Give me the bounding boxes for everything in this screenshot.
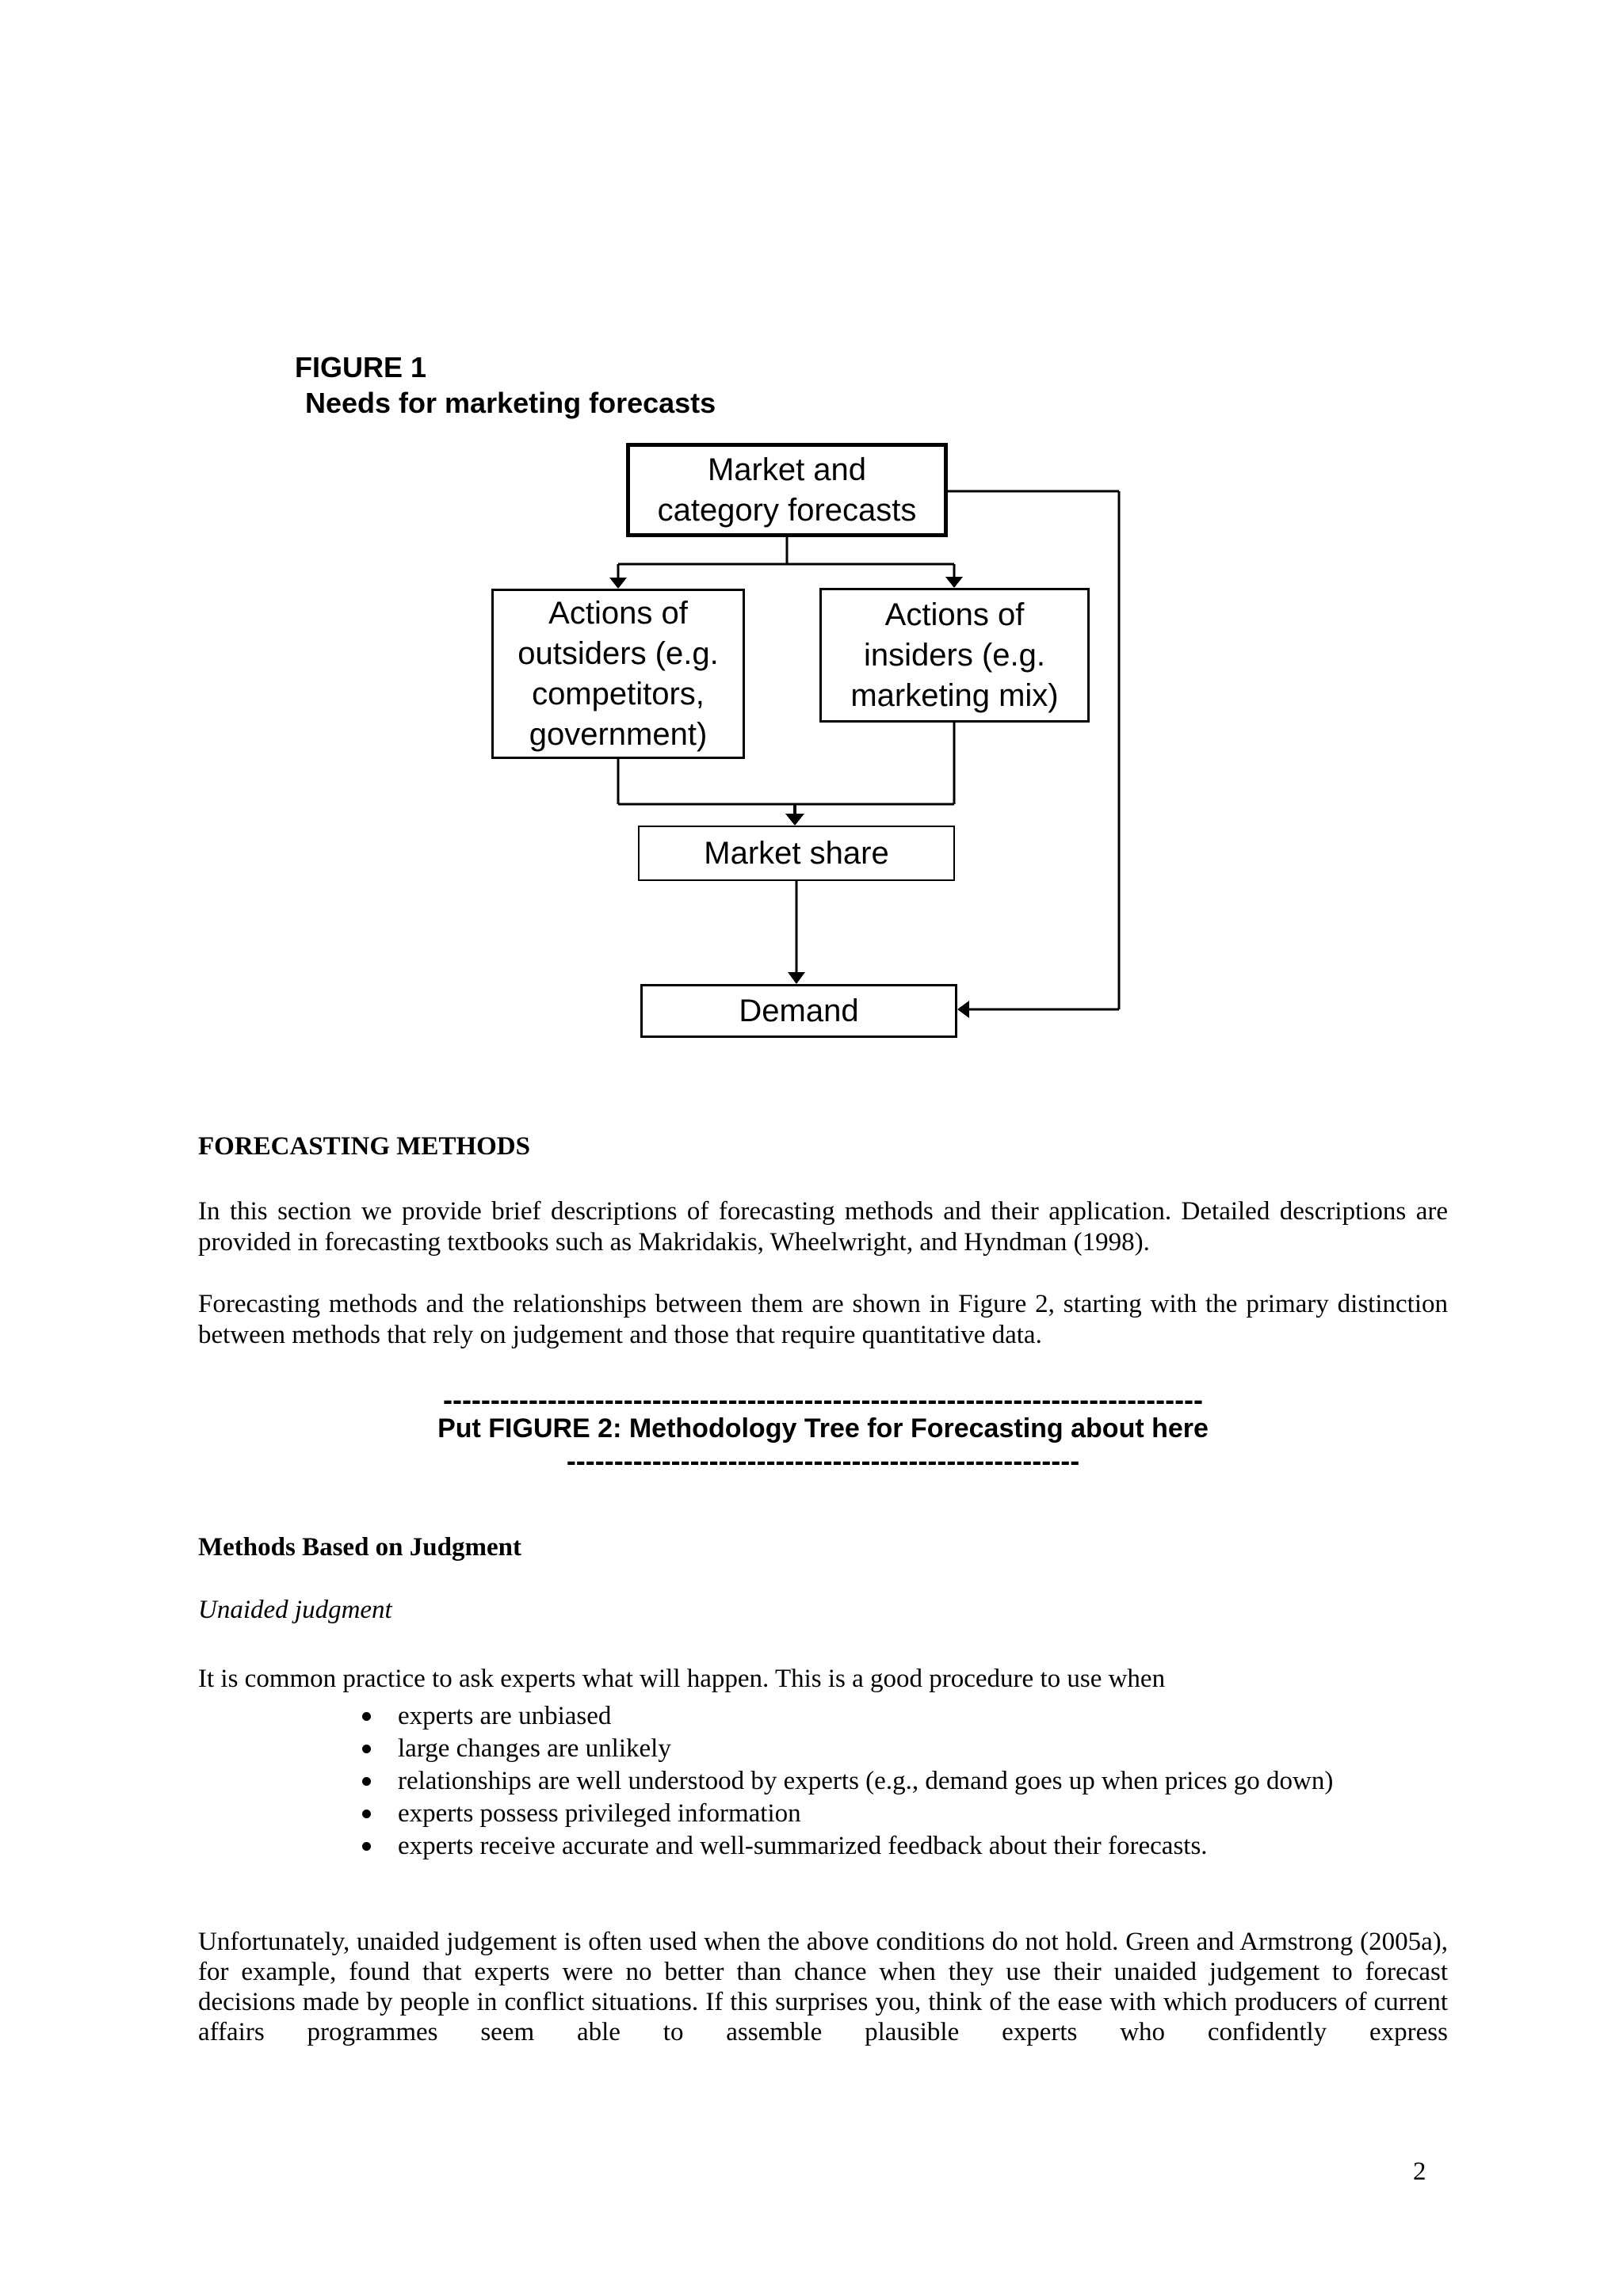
box-market-category-forecasts: Market and category forecasts [626,443,948,537]
arrowhead-down-icon [785,814,804,826]
list-item: experts receive accurate and well-summar… [198,1830,1448,1863]
bullet-list: experts are unbiased large changes are u… [198,1700,1448,1863]
box-text-line: Market and [707,452,867,487]
box-market-share: Market share [638,826,955,881]
list-item-text: experts are unbiased [398,1702,612,1730]
box-text-line: Actions of [548,595,688,631]
bullet-icon [362,1841,371,1851]
list-item-text: experts possess privileged information [398,1799,801,1828]
paragraph: It is common practice to ask experts wha… [198,1665,1166,1693]
box-actions-of-insiders: Actions of insiders (e.g. marketing mix) [819,588,1090,723]
figure-2-note-text: Put FIGURE 2: Methodology Tree for Forec… [437,1413,1209,1444]
box-text-line: Market share [704,835,889,871]
paragraph: Forecasting methods and the relationship… [198,1290,1448,1349]
box-actions-of-outsiders: Actions of outsiders (e.g. competitors, … [491,589,745,759]
paragraph: In this section we provide brief descrip… [198,1197,1448,1257]
box-text-line: insiders (e.g. [864,637,1045,673]
box-text-line: Actions of [884,597,1025,632]
list-item-text: experts receive accurate and well-summar… [398,1832,1208,1860]
box-text-line: government) [529,716,708,752]
list-item: large changes are unlikely [198,1733,1448,1765]
box-text-line: category forecasts [657,492,917,528]
bullet-icon [362,1809,371,1818]
dashed-separator: ----------------------------------------… [442,1383,1204,1416]
page-number: 2 [1413,2157,1426,2186]
list-item-text: relationships are well understood by exp… [398,1767,1334,1795]
arrowhead-down-icon [945,577,963,588]
list-item: experts are unbiased [198,1700,1448,1733]
box-text-line: outsiders (e.g. [517,635,719,671]
arrowhead-down-icon [788,972,805,984]
section-heading: FORECASTING METHODS [198,1132,530,1161]
section-heading: Methods Based on Judgment [198,1533,521,1562]
arrowhead-down-icon [609,578,627,589]
box-text-line: marketing mix) [850,677,1059,713]
bullet-icon [362,1744,371,1753]
bullet-icon [362,1711,371,1721]
arrowhead-left-icon [957,1001,969,1018]
bullet-icon [362,1776,371,1786]
box-text-line: competitors, [532,676,705,711]
flowchart-connectors [609,490,1121,1018]
list-item: experts possess privileged information [198,1798,1448,1830]
paragraph: Unfortunately, unaided judgement is ofte… [198,1928,1448,2046]
box-text-line: Demand [739,993,859,1028]
dashed-separator: ----------------------------------------… [566,1444,1080,1477]
list-item-text: large changes are unlikely [398,1734,671,1763]
box-demand: Demand [640,984,957,1038]
subsection-heading: Unaided judgment [198,1596,392,1624]
list-item: relationships are well understood by exp… [198,1765,1448,1798]
figure-caption: Needs for marketing forecasts [305,387,716,419]
figure-label: FIGURE 1 [295,351,427,383]
